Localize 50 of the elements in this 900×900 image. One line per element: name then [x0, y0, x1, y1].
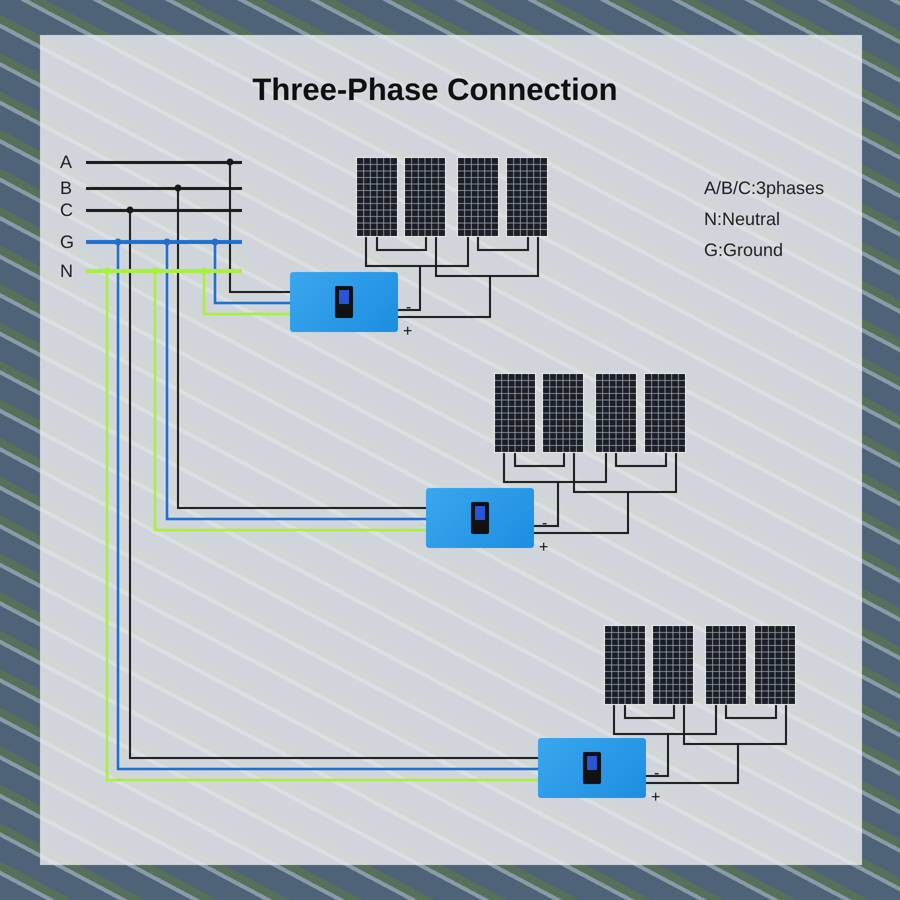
wire: [398, 237, 539, 318]
wire: [477, 237, 529, 251]
bus-line: [60, 262, 242, 280]
wire: [624, 705, 675, 719]
wire: [200, 268, 290, 316]
inverter: [290, 272, 398, 332]
solar-panel: [542, 373, 584, 453]
legend-note: N:Neutral: [704, 209, 782, 230]
solar-panel: [604, 625, 646, 705]
solar-panel: [595, 373, 637, 453]
solar-panel: [404, 157, 446, 237]
terminal-sign: -: [654, 766, 660, 782]
diagram-title: Three-Phase Connection: [251, 72, 619, 108]
inverter: [426, 488, 534, 548]
solar-panel: [652, 625, 694, 705]
wire: [212, 238, 290, 304]
terminal-sign: -: [542, 516, 548, 532]
solar-panel: [457, 157, 499, 237]
solar-panel: [644, 373, 686, 453]
bus-label: G: [60, 233, 76, 251]
solar-panel: [506, 157, 548, 237]
inverter: [538, 738, 646, 798]
bus-line: [60, 179, 242, 197]
terminal-sign: +: [403, 324, 412, 340]
wire: [226, 158, 290, 293]
wire: [164, 238, 426, 520]
bus-line: [60, 201, 242, 219]
wire: [514, 453, 565, 467]
legend-note: G:Ground: [704, 240, 784, 261]
legend-note: A/B/C:3phases: [704, 178, 824, 199]
wire: [376, 237, 427, 251]
terminal-sign: -: [406, 300, 412, 316]
solar-panel: [494, 373, 536, 453]
solar-panel: [705, 625, 747, 705]
wire: [615, 453, 667, 467]
wire: [534, 453, 677, 534]
solar-panel: [356, 157, 398, 237]
wire: [646, 705, 787, 784]
terminal-sign: +: [539, 540, 548, 556]
bus-line: [60, 233, 242, 251]
bus-line: [60, 153, 242, 171]
bus-label: C: [60, 201, 74, 219]
solar-panel: [754, 625, 796, 705]
wire: [152, 268, 426, 532]
bus-label: N: [60, 262, 74, 280]
wire: [725, 705, 777, 719]
wire: [174, 184, 426, 509]
bus-label: B: [60, 179, 74, 197]
terminal-sign: +: [651, 790, 660, 806]
bus-label: A: [60, 153, 74, 171]
